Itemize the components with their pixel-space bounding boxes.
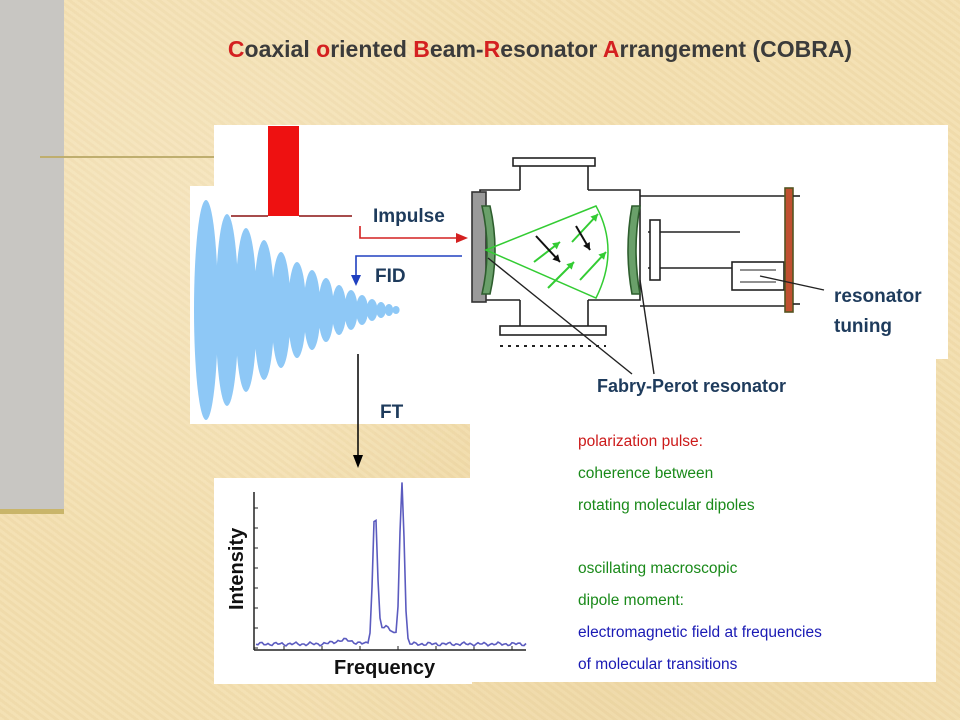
fid-lobe	[344, 290, 358, 330]
title-highlight-letter: C	[227, 36, 245, 62]
fid-lobe	[194, 200, 218, 420]
fid-lobe	[356, 295, 368, 325]
fid-lobe	[271, 252, 291, 368]
spectrum-xlabel: Frequency	[334, 657, 436, 679]
fid-lobe	[253, 240, 275, 380]
left-decor-bar-edge	[0, 509, 64, 514]
fid-lobe	[288, 262, 306, 358]
excitation-cone	[484, 205, 609, 299]
left-decor-bar	[0, 0, 64, 512]
note-line: of molecular transitions	[578, 655, 738, 673]
impulse-label: Impulse	[373, 206, 445, 227]
note-line: oscillating macroscopic	[578, 560, 738, 578]
ft-arrow	[353, 354, 363, 468]
note-line: polarization pulse:	[578, 433, 703, 450]
fid-lobe	[392, 306, 400, 314]
title-highlight-letter: B	[413, 36, 430, 62]
fabry-perot-label: Fabry-Perot resonator	[597, 376, 787, 396]
dipole-arrow-head	[583, 242, 590, 250]
ft-label: FT	[380, 402, 404, 423]
fid-label: FID	[375, 266, 406, 287]
title-text: esonator	[500, 36, 603, 62]
fid-lobe	[215, 214, 239, 406]
fid-lobe	[318, 278, 334, 342]
fid-lobe	[366, 299, 378, 321]
resonator-chamber	[471, 157, 825, 375]
divider-line	[40, 156, 230, 158]
dipole-arrow-head	[552, 254, 560, 262]
impulse-pulse	[231, 126, 352, 217]
explanation-notes: polarization pulse: coherence between rota…	[578, 426, 822, 680]
fid-lobe	[331, 285, 347, 335]
note-line: electromagnetic field at frequencies	[578, 623, 822, 641]
notes-panel	[470, 359, 936, 682]
fid-lobe	[376, 302, 386, 318]
title-text: eam-	[429, 36, 484, 62]
note-line: rotating molecular dipoles	[578, 496, 755, 514]
title-highlight-letter: R	[483, 36, 501, 62]
note-line: coherence between	[578, 464, 714, 482]
fid-arrow	[351, 255, 462, 286]
title-text: riented	[330, 36, 414, 62]
fid-lobe	[303, 270, 321, 350]
title-highlight-letter: A	[602, 36, 620, 62]
dipole-arrow-head	[566, 262, 574, 270]
dipole-arrow-head	[552, 242, 560, 250]
spectrum-trace	[255, 482, 527, 647]
note-line	[578, 521, 822, 553]
note-line: dipole moment:	[578, 591, 684, 609]
title-text: oaxial	[244, 36, 317, 62]
impulse-arrow	[359, 226, 468, 243]
fid-lobe	[235, 228, 257, 392]
spectrum-plot: Intensity Frequency	[226, 482, 527, 679]
resonator-tuning-line1: resonator	[834, 286, 922, 307]
resonator-tuning-label: resonator tuning	[834, 282, 922, 342]
title-highlight-letter: o	[316, 36, 331, 62]
spectrum-ylabel: Intensity	[226, 527, 248, 610]
fid-lobe	[384, 304, 394, 316]
resonator-tuning-line2: tuning	[834, 316, 893, 337]
fid-signal	[194, 200, 400, 420]
title-text: rrangement (COBRA)	[619, 36, 853, 62]
dipole-arrow-head	[590, 214, 598, 222]
slide-title: Coaxial oriented Beam-Resonator Arrangem…	[0, 36, 960, 63]
dipole-arrow-head	[598, 252, 606, 260]
